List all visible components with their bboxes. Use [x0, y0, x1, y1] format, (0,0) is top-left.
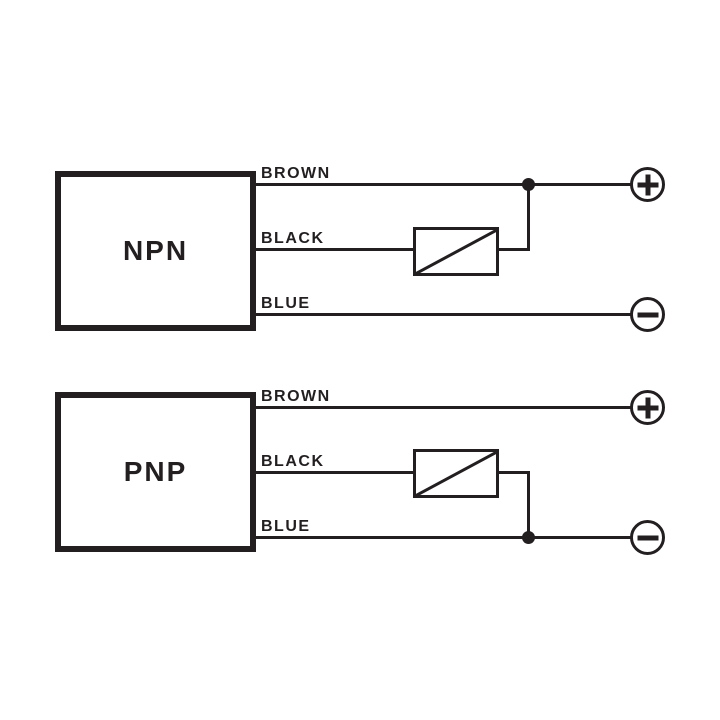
pnp-negative-terminal-icon	[630, 520, 665, 555]
pnp-load-to-negative-wire	[527, 472, 530, 538]
npn-blue-wire	[256, 313, 631, 316]
npn-negative-terminal-icon	[630, 297, 665, 332]
npn-positive-terminal-icon	[630, 167, 665, 202]
pnp-load-diagonal	[415, 450, 497, 497]
npn-sensor-box: NPN	[55, 171, 256, 331]
pnp-positive-terminal-icon	[630, 390, 665, 425]
npn-load-diagonal	[415, 228, 497, 275]
pnp-blue-wire	[256, 536, 631, 539]
npn-brown-wire-label: BROWN	[261, 165, 331, 182]
pnp-black-wire-label: BLACK	[261, 453, 325, 470]
npn-blue-wire-label: BLUE	[261, 295, 311, 312]
npn-junction-dot	[522, 178, 535, 191]
npn-black-wire-label: BLACK	[261, 230, 325, 247]
pnp-load-icon	[413, 449, 499, 498]
pnp-brown-wire-label: BROWN	[261, 388, 331, 405]
plus-icon-vertical-bar	[645, 174, 650, 195]
npn-brown-wire	[256, 183, 631, 186]
pnp-blue-wire-label: BLUE	[261, 518, 311, 535]
minus-icon-bar	[637, 312, 658, 317]
npn-load-icon	[413, 227, 499, 276]
plus-icon-vertical-bar	[645, 397, 650, 418]
minus-icon-bar	[637, 535, 658, 540]
npn-black-wire	[256, 248, 413, 251]
npn-load-to-positive-wire	[527, 183, 530, 251]
npn-sensor-label: NPN	[122, 235, 189, 266]
pnp-black-wire	[256, 471, 413, 474]
npn-load-output-wire	[499, 248, 530, 251]
pnp-sensor-label: PNP	[123, 456, 188, 487]
pnp-load-output-wire	[499, 471, 530, 474]
pnp-sensor-box: PNP	[55, 392, 256, 552]
pnp-brown-wire	[256, 406, 631, 409]
